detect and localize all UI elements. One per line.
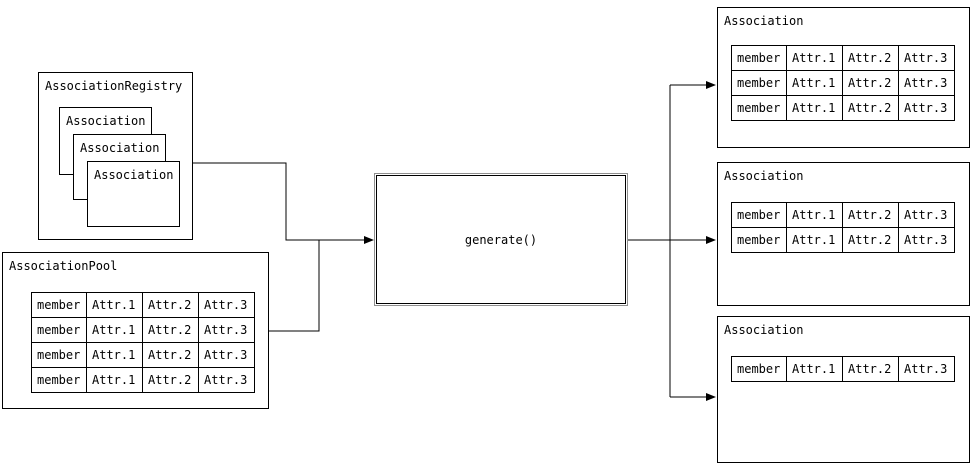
table-cell: Attr.3 bbox=[198, 317, 255, 343]
generate-process-inner-border: generate() bbox=[376, 175, 626, 304]
generate-process-node: generate() bbox=[374, 173, 628, 306]
table-cell: member bbox=[31, 342, 87, 368]
table-row: member Attr.1 Attr.2 Attr.3 bbox=[731, 95, 955, 121]
arrowhead-into-generate bbox=[364, 236, 374, 244]
table-cell: member bbox=[731, 95, 787, 121]
table-row: member Attr.1 Attr.2 Attr.3 bbox=[731, 202, 955, 228]
table-cell: Attr.2 bbox=[842, 95, 899, 121]
table-cell: member bbox=[731, 45, 787, 71]
table-cell: Attr.2 bbox=[142, 292, 199, 318]
connector-registry-to-generate bbox=[193, 162, 365, 241]
table-row: member Attr.1 Attr.2 Attr.3 bbox=[31, 367, 255, 393]
output-association-table-1: member Attr.1 Attr.2 Attr.3 member Attr.… bbox=[731, 45, 955, 121]
table-cell: member bbox=[731, 70, 787, 96]
table-cell: Attr.3 bbox=[898, 45, 955, 71]
table-cell: Attr.1 bbox=[786, 95, 843, 121]
table-cell: member bbox=[731, 202, 787, 228]
connector-pool-to-generate bbox=[269, 240, 320, 332]
output-association-title: Association bbox=[724, 14, 804, 28]
table-cell: Attr.1 bbox=[86, 317, 143, 343]
table-row: member Attr.1 Attr.2 Attr.3 bbox=[731, 227, 955, 253]
table-cell: Attr.2 bbox=[842, 202, 899, 228]
table-cell: Attr.2 bbox=[142, 367, 199, 393]
table-cell: Attr.2 bbox=[842, 70, 899, 96]
output-association-title: Association bbox=[724, 323, 804, 337]
table-cell: Attr.3 bbox=[898, 70, 955, 96]
table-cell: Attr.2 bbox=[142, 342, 199, 368]
table-cell: Attr.2 bbox=[142, 317, 199, 343]
arrowhead-into-middle-output bbox=[706, 236, 716, 244]
table-row: member Attr.1 Attr.2 Attr.3 bbox=[731, 45, 955, 71]
table-row: member Attr.1 Attr.2 Attr.3 bbox=[31, 342, 255, 368]
table-cell: Attr.1 bbox=[786, 45, 843, 71]
table-cell: Attr.3 bbox=[198, 342, 255, 368]
registry-stack-card-title: Association bbox=[66, 114, 146, 128]
table-cell: Attr.3 bbox=[898, 356, 955, 382]
table-cell: Attr.1 bbox=[86, 342, 143, 368]
table-cell: member bbox=[31, 367, 87, 393]
table-cell: Attr.1 bbox=[786, 70, 843, 96]
generate-label: generate() bbox=[464, 232, 538, 247]
table-cell: Attr.1 bbox=[786, 202, 843, 228]
output-association-table-3: member Attr.1 Attr.2 Attr.3 bbox=[731, 356, 955, 382]
registry-stack-card-title: Association bbox=[94, 168, 174, 182]
table-cell: Attr.1 bbox=[86, 367, 143, 393]
arrowhead-into-top-output bbox=[706, 81, 716, 89]
registry-stack-card-3: Association bbox=[87, 161, 180, 227]
arrowhead-into-bottom-output bbox=[706, 393, 716, 401]
table-cell: member bbox=[731, 227, 787, 253]
table-cell: member bbox=[31, 317, 87, 343]
table-cell: Attr.2 bbox=[842, 227, 899, 253]
output-association-table-2: member Attr.1 Attr.2 Attr.3 member Attr.… bbox=[731, 202, 955, 253]
output-association-title: Association bbox=[724, 169, 804, 183]
pool-title: AssociationPool bbox=[9, 259, 118, 273]
table-cell: Attr.1 bbox=[786, 356, 843, 382]
table-cell: Attr.2 bbox=[842, 356, 899, 382]
table-cell: Attr.3 bbox=[198, 292, 255, 318]
table-row: member Attr.1 Attr.2 Attr.3 bbox=[31, 317, 255, 343]
table-cell: Attr.2 bbox=[842, 45, 899, 71]
table-cell: Attr.3 bbox=[198, 367, 255, 393]
table-cell: member bbox=[731, 356, 787, 382]
table-cell: member bbox=[31, 292, 87, 318]
output-association-node-3: Association bbox=[717, 316, 970, 463]
registry-title: AssociationRegistry bbox=[45, 79, 183, 93]
table-row: member Attr.1 Attr.2 Attr.3 bbox=[31, 292, 255, 318]
table-row: member Attr.1 Attr.2 Attr.3 bbox=[731, 70, 955, 96]
table-cell: Attr.1 bbox=[86, 292, 143, 318]
pool-table: member Attr.1 Attr.2 Attr.3 member Attr.… bbox=[31, 292, 255, 393]
table-row: member Attr.1 Attr.2 Attr.3 bbox=[731, 356, 955, 382]
table-cell: Attr.3 bbox=[898, 202, 955, 228]
table-cell: Attr.3 bbox=[898, 95, 955, 121]
table-cell: Attr.3 bbox=[898, 227, 955, 253]
registry-stack-card-title: Association bbox=[80, 141, 160, 155]
table-cell: Attr.1 bbox=[786, 227, 843, 253]
